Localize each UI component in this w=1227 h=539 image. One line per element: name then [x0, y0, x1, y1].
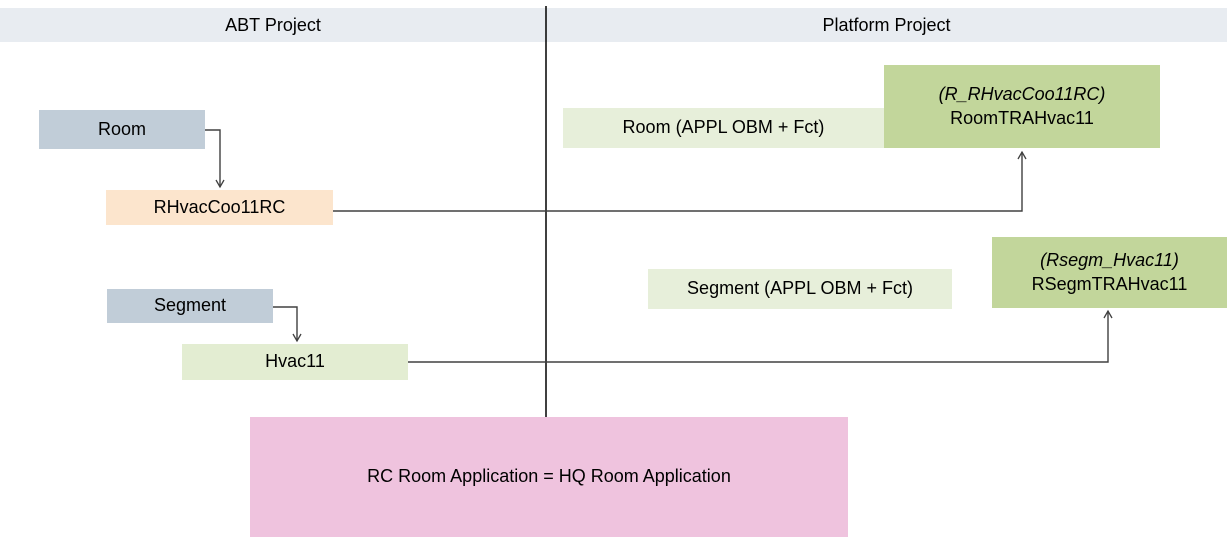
platform-roomtra-name-label: RoomTRAHvac11: [950, 107, 1094, 128]
platform-roomtrahvac11-box: (R_RHvacCoo11RC) RoomTRAHvac11: [884, 65, 1160, 148]
platform-room-appl-box: Room (APPL OBM + Fct): [563, 108, 884, 148]
platform-segmtra-name-label: RSegmTRAHvac11: [1031, 273, 1188, 294]
header-platform-project: Platform Project: [822, 14, 951, 35]
note-box: RC Room Application = HQ Room Applicatio…: [250, 417, 848, 537]
header-abt-project: ABT Project: [225, 14, 321, 35]
platform-rsegmtrahvac11-box: (Rsegm_Hvac11) RSegmTRAHvac11: [992, 237, 1227, 308]
platform-segmtra-alias-label: (Rsegm_Hvac11): [1040, 250, 1179, 271]
abt-hvac11-box: Hvac11: [182, 344, 408, 380]
abt-rhvaccoo11rc-box: RHvacCoo11RC: [106, 190, 333, 225]
connector-hvac11-to-segmtra: [408, 309, 1113, 363]
abt-room-box: Room: [39, 110, 205, 149]
abt-segment-box: Segment: [107, 289, 273, 323]
header-band: ABT Project Platform Project: [0, 8, 1227, 42]
connector-segment-to-hvac11: [273, 306, 302, 343]
platform-segment-appl-box: Segment (APPL OBM + Fct): [648, 269, 952, 309]
platform-roomtra-alias-label: (R_RHvacCoo11RC): [938, 84, 1106, 105]
connector-room-to-rhvac: [205, 129, 225, 189]
connector-rhvac-to-roomtra: [333, 150, 1027, 212]
